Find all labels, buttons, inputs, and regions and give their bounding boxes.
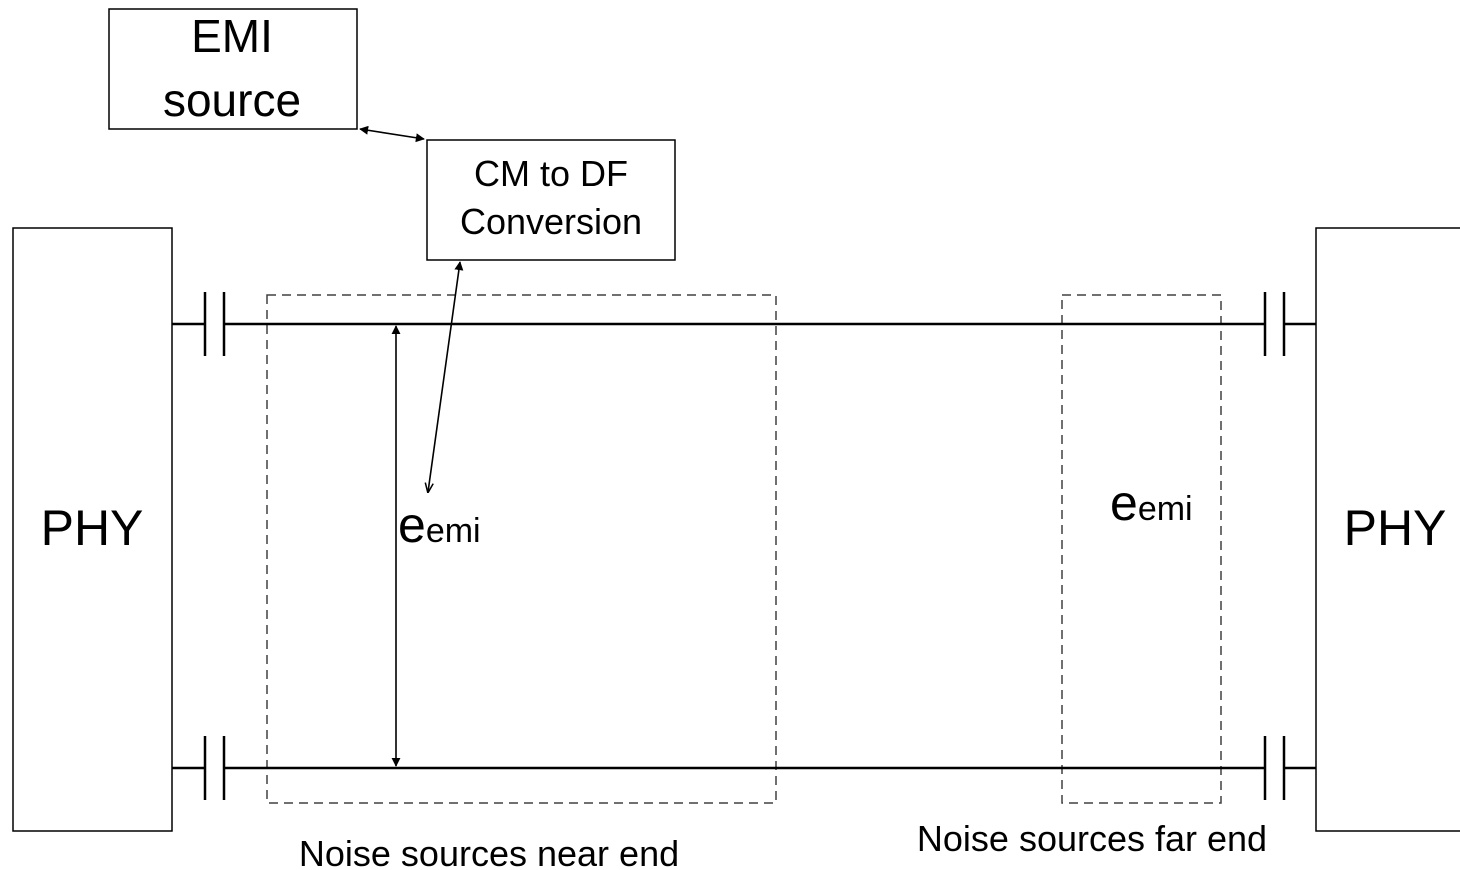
far-end-emi-subscript: emi: [1138, 490, 1193, 528]
capacitor-left-bottom: [203, 736, 226, 800]
near-end-caption: Noise sources near end: [299, 833, 679, 870]
capacitor-right-bottom: [1263, 736, 1286, 800]
far-end-e-symbol: e: [1110, 475, 1138, 531]
converter-label-line1: CM to DF: [474, 153, 628, 194]
emi-source-box: EMI source: [108, 8, 358, 130]
capacitor-left-top: [203, 292, 226, 356]
cm-to-df-conversion-box: CM to DF Conversion: [426, 139, 676, 261]
far-end-eemi-label: eemi: [1110, 475, 1193, 531]
near-end-noise-region: [266, 294, 777, 804]
near-end-eemi-label: eemi: [398, 497, 481, 553]
emi-source-label-line2: source: [163, 74, 301, 126]
phy-left-box: PHY: [12, 227, 173, 832]
phy-left-label: PHY: [41, 500, 144, 556]
near-end-emi-subscript: emi: [426, 512, 481, 550]
far-end-noise-region: [1061, 294, 1222, 804]
conversion-injection-arrow: [428, 262, 460, 492]
emi-source-label-line1: EMI: [191, 10, 273, 62]
far-end-caption: Noise sources far end: [917, 818, 1267, 859]
emi-coupling-arrow: [359, 125, 425, 143]
near-end-e-symbol: e: [398, 497, 426, 553]
converter-label-line2: Conversion: [460, 201, 642, 242]
phy-right-label: PHY: [1344, 500, 1447, 556]
phy-right-box: PHY: [1315, 227, 1460, 832]
capacitor-right-top: [1263, 292, 1286, 356]
